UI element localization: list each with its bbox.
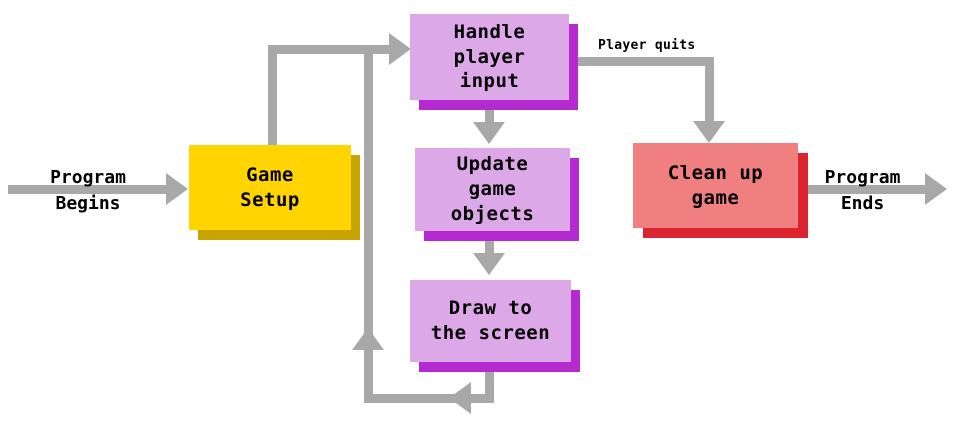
update-to-draw-line <box>485 239 494 261</box>
node-update-game-objects[interactable]: Update game objects <box>415 148 570 231</box>
node-draw-to-the-screen[interactable]: Draw to the screen <box>410 280 571 362</box>
entry-arrow-line <box>8 185 176 194</box>
node-handle-player-input[interactable]: Handle player input <box>410 14 569 100</box>
player-quits-horizontal-line <box>576 57 714 66</box>
player-quits-vertical-line <box>705 57 714 129</box>
exit-arrow-line <box>808 185 928 194</box>
terminal-program-begins: Program Begins <box>50 167 126 215</box>
handle-to-update-arrowhead-icon <box>473 122 505 144</box>
node-game-setup[interactable]: Game Setup <box>189 145 351 230</box>
entry-arrowhead-icon <box>166 173 188 205</box>
node-clean-up-game[interactable]: Clean up game <box>633 143 798 228</box>
loopback-bottom-line <box>364 394 494 403</box>
handle-input-entry-arrowhead-icon <box>389 33 411 65</box>
setup-up-line <box>268 45 277 146</box>
terminal-program-ends: Program Ends <box>824 167 901 215</box>
handle-to-update-line <box>485 108 494 130</box>
loopback-up-line <box>364 45 373 403</box>
exit-arrowhead-icon <box>925 173 947 205</box>
player-quits-arrowhead-icon <box>693 121 725 143</box>
loopback-up-arrowhead-icon <box>352 328 384 350</box>
setup-to-handle-top-line <box>268 45 398 54</box>
update-to-draw-arrowhead-icon <box>473 253 505 275</box>
loopback-left-arrowhead-icon <box>449 382 471 414</box>
loopback-down-line <box>485 370 494 403</box>
edge-label-player-quits: Player quits <box>598 38 696 53</box>
